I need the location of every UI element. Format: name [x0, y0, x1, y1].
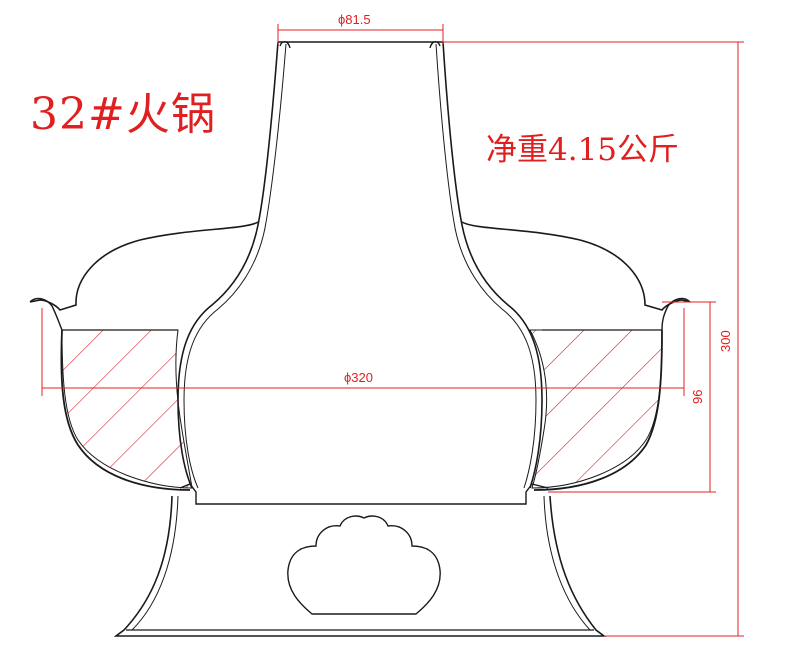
- weight-note: 净重4.15公斤: [486, 132, 680, 168]
- label-body-diameter: ϕ320: [344, 370, 373, 385]
- lid-left: [29, 221, 259, 311]
- chimney-outer-right: [442, 41, 543, 489]
- bowl-left: [60, 329, 191, 491]
- left-water-hatch: [61, 329, 193, 489]
- chimney-inner-left: [183, 43, 287, 489]
- chimney-outer: [177, 41, 279, 489]
- dimension-chimney: [277, 24, 444, 44]
- label-water-depth: 96: [690, 390, 705, 404]
- grate-plate: [179, 483, 549, 505]
- right-water-hatch: [529, 329, 663, 489]
- bowl-right: [533, 329, 663, 491]
- chimney-rim: [278, 41, 443, 49]
- rim-left: [29, 297, 63, 331]
- rim-right: [661, 297, 691, 331]
- cloud-vent: [287, 515, 441, 615]
- base-stand: [113, 495, 607, 637]
- chimney-inner-right: [435, 43, 537, 489]
- label-chimney-diameter: ϕ81.5: [338, 12, 371, 27]
- drawing-title: 32#火锅: [30, 89, 216, 140]
- base-inner: [131, 495, 591, 631]
- dimension-height: [443, 41, 744, 637]
- dimension-body: [41, 308, 685, 396]
- dimension-depth: [548, 301, 716, 493]
- label-total-height: 300: [718, 330, 733, 352]
- lid-right: [461, 221, 691, 311]
